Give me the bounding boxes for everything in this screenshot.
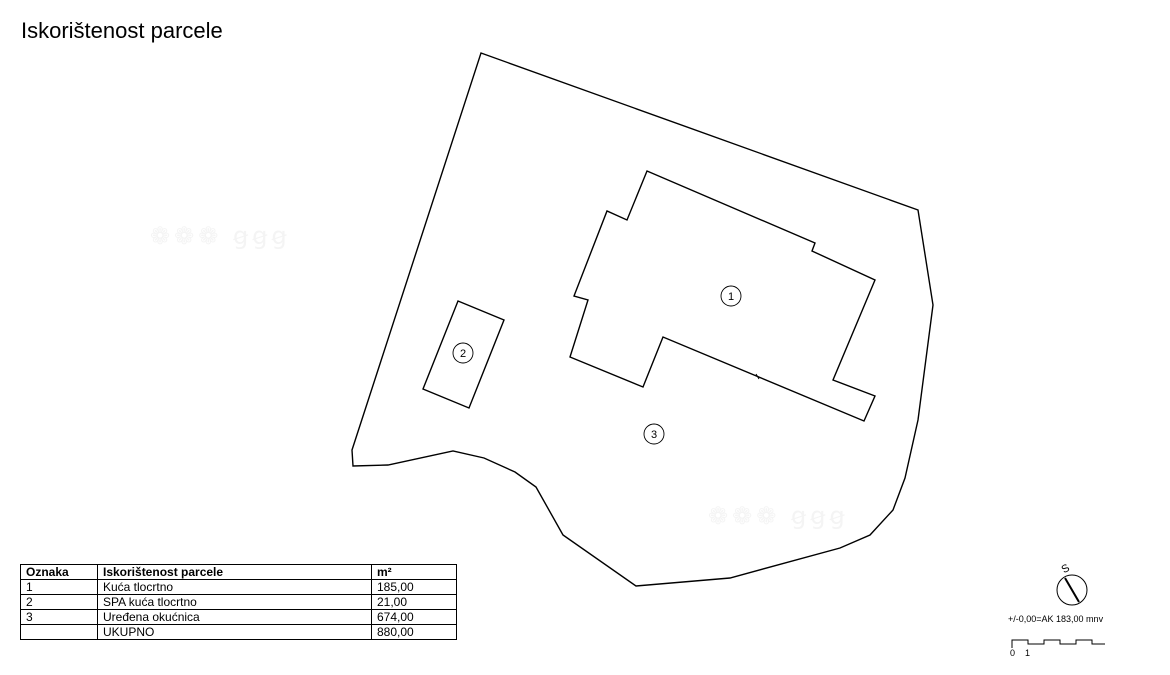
watermark: ❁❁❁ ꞡꞡꞡ (150, 223, 291, 250)
scale-label-zero: 0 (1010, 648, 1016, 658)
cell-area: 185,00 (371, 579, 457, 595)
cell-name: Uređena okućnica (97, 609, 372, 625)
north-arrow: S (1056, 562, 1088, 606)
scale-bar (1011, 639, 1105, 648)
cell-area: 880,00 (371, 624, 457, 640)
wall-tick (755, 373, 760, 380)
table-row: 3 Uređena okućnica 674,00 (20, 609, 457, 625)
header-m2: m² (371, 564, 457, 580)
table-header-row: Oznaka Iskorištenost parcele m² (20, 564, 457, 580)
cell-name: UKUPNO (97, 624, 372, 640)
table-row: 2 SPA kuća tlocrtno 21,00 (20, 594, 457, 610)
scale-label-one: 1 (1025, 648, 1031, 658)
header-iskoristenost: Iskorištenost parcele (97, 564, 372, 580)
watermark: ❁❁❁ ꞡꞡꞡ (708, 503, 849, 530)
label-3: 3 (643, 423, 665, 445)
cell-oznaka: 2 (20, 594, 98, 610)
table-row: 1 Kuća tlocrtno 185,00 (20, 579, 457, 595)
svg-text:1: 1 (728, 291, 734, 303)
label-1: 1 (720, 285, 742, 307)
svg-text:2: 2 (460, 348, 466, 360)
cell-name: SPA kuća tlocrtno (97, 594, 372, 610)
elevation-note: +/-0,00=AK 183,00 mnv (1008, 614, 1104, 624)
usage-table: Oznaka Iskorištenost parcele m² 1 Kuća t… (20, 564, 457, 640)
parcel-boundary (351, 52, 934, 587)
cell-oznaka: 3 (20, 609, 98, 625)
cell-name: Kuća tlocrtno (97, 579, 372, 595)
spa-footprint (422, 300, 505, 409)
house-footprint (569, 170, 876, 422)
cell-area: 674,00 (371, 609, 457, 625)
label-2: 2 (452, 342, 474, 364)
svg-text:3: 3 (651, 429, 657, 441)
cell-oznaka (20, 624, 98, 640)
table-total-row: UKUPNO 880,00 (20, 624, 457, 640)
cell-area: 21,00 (371, 594, 457, 610)
cell-oznaka: 1 (20, 579, 98, 595)
page-title: Iskorištenost parcele (21, 18, 223, 43)
svg-text:S: S (1060, 562, 1072, 576)
header-oznaka: Oznaka (20, 564, 98, 580)
